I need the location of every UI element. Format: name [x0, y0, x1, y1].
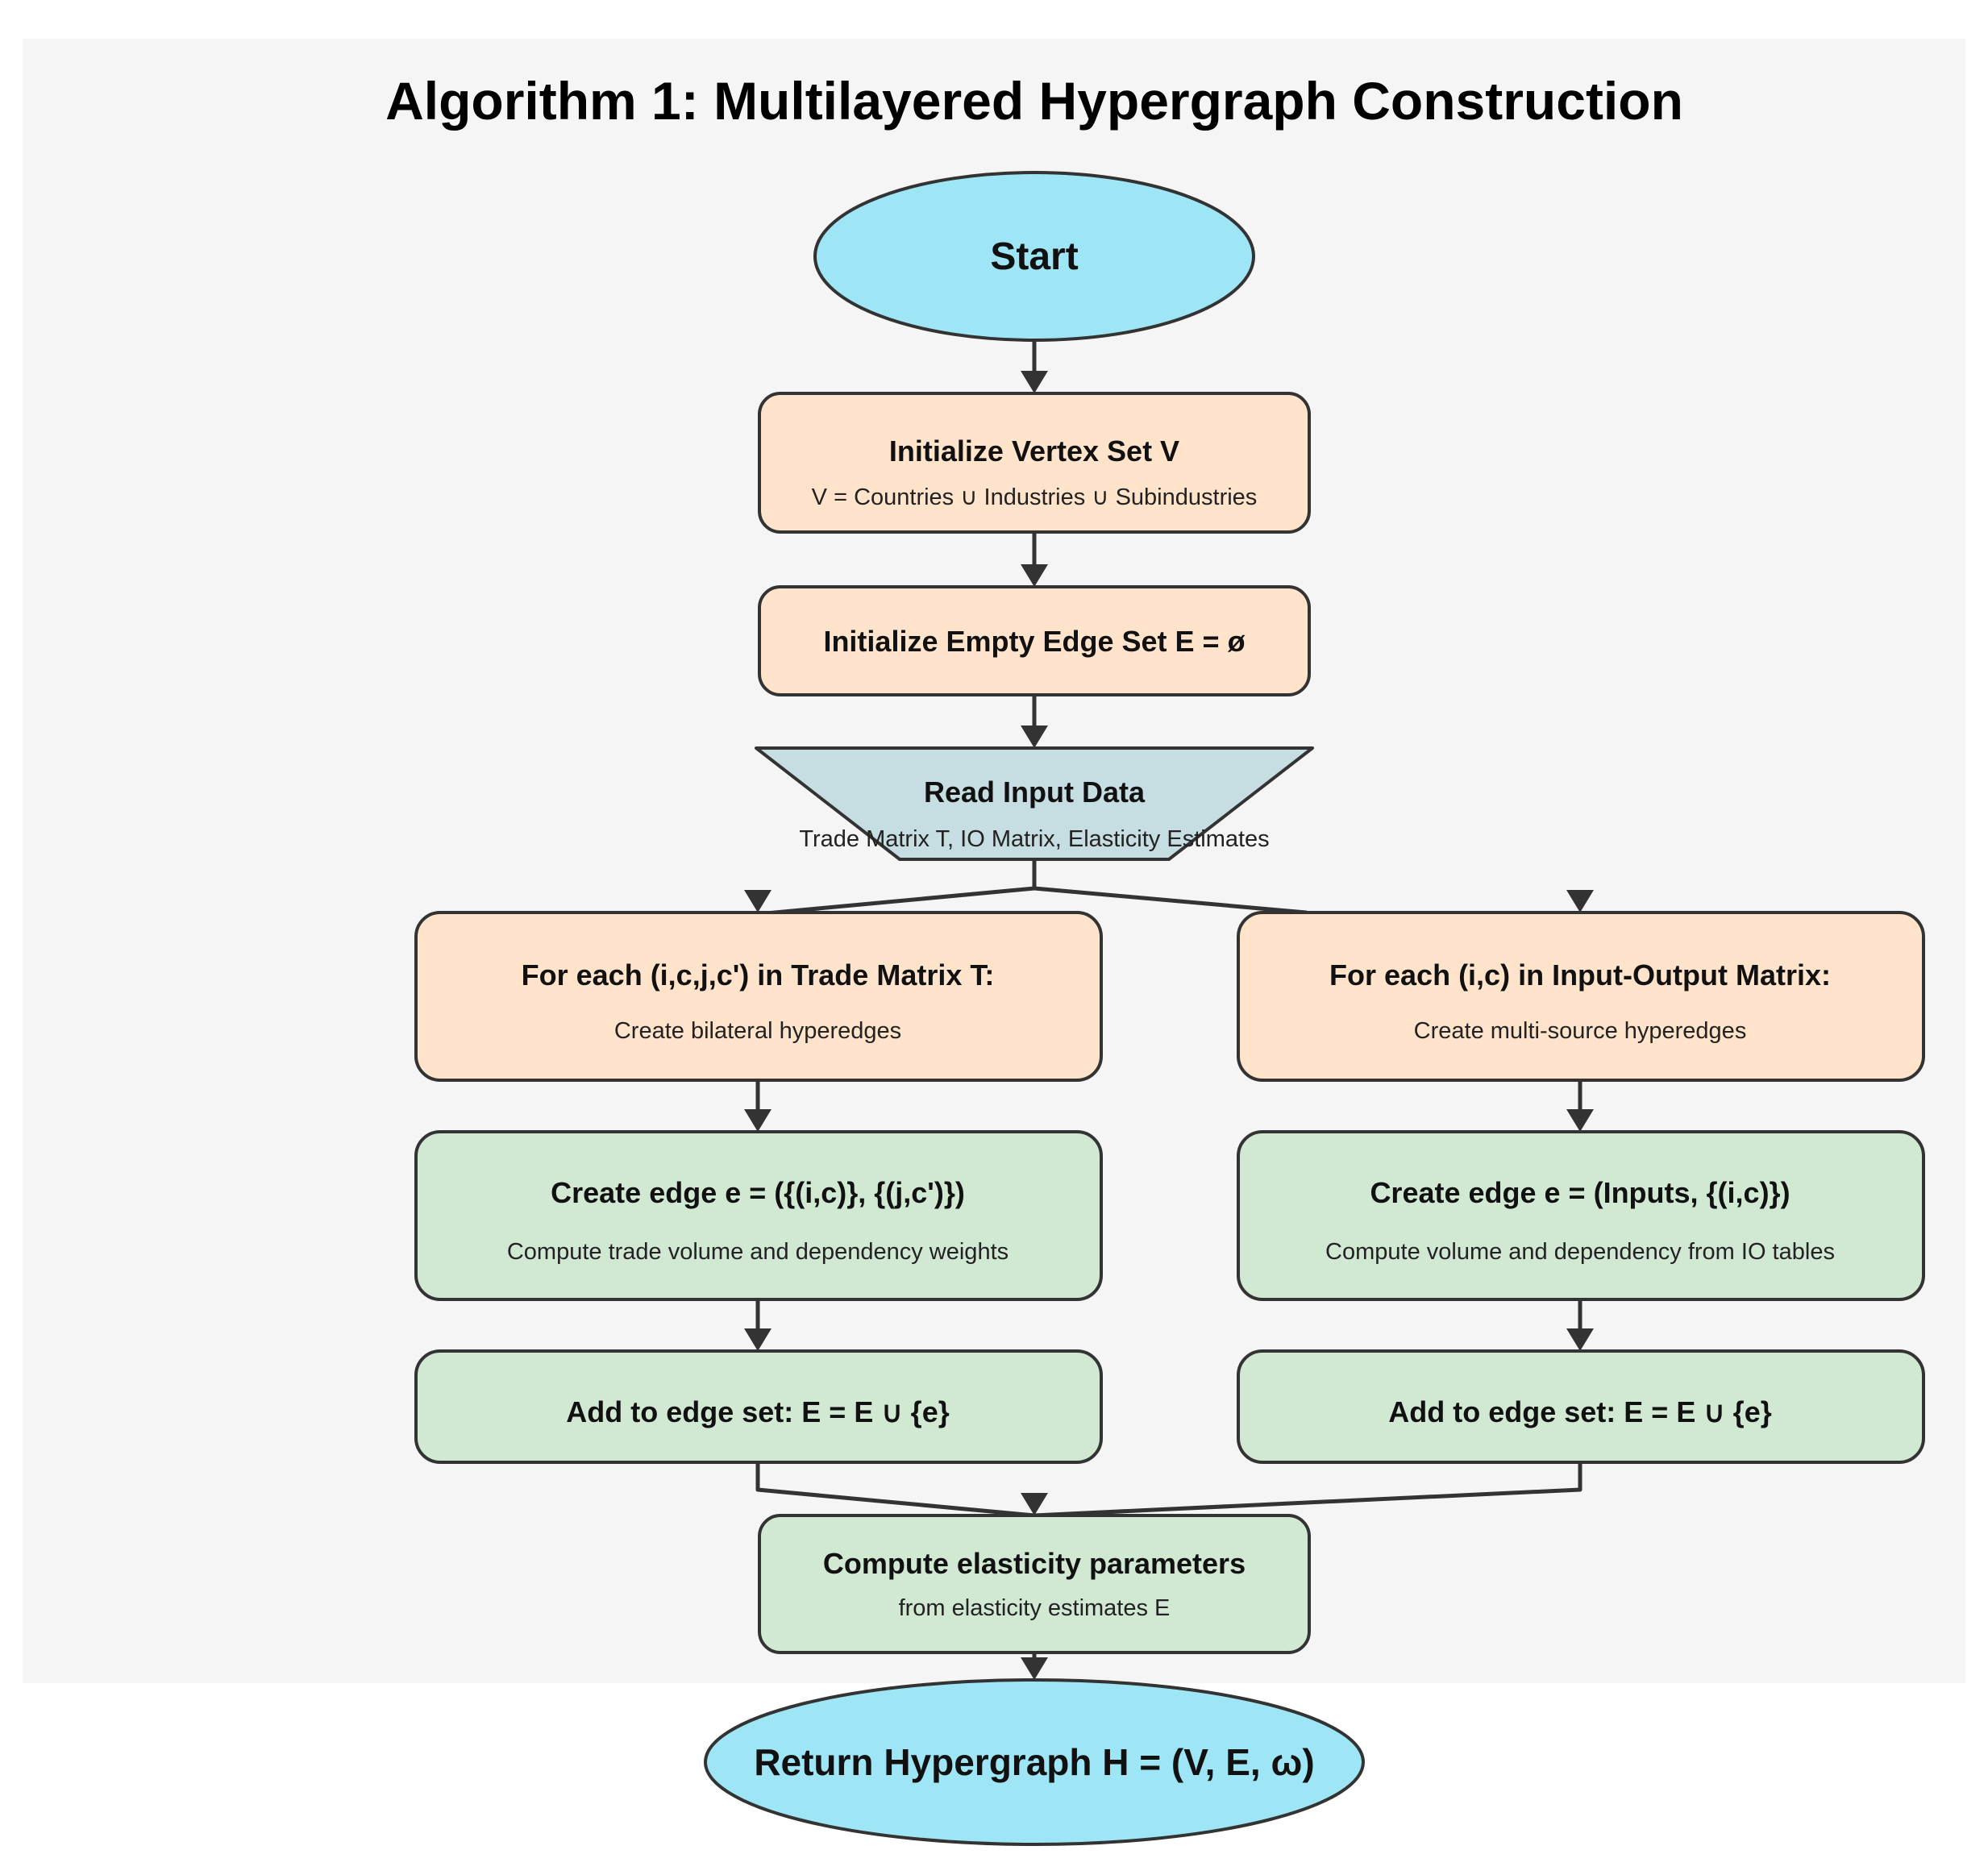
- read-input-node: Read Input Data Trade Matrix T, IO Matri…: [755, 746, 1314, 861]
- loop-trade-sublabel: Create bilateral hyperedges: [614, 1018, 901, 1044]
- create-io-edge-sublabel: Compute volume and dependency from IO ta…: [1325, 1239, 1835, 1265]
- return-node: Return Hypergraph H = (V, E, ω): [704, 1678, 1365, 1846]
- start-label: Start: [990, 235, 1078, 278]
- create-trade-edge-sublabel: Compute trade volume and dependency weig…: [507, 1239, 1009, 1265]
- elasticity-label: Compute elasticity parameters: [823, 1547, 1246, 1580]
- add-io-node: Add to edge set: E = E ∪ {e}: [1237, 1349, 1925, 1464]
- create-io-edge-node: Create edge e = (Inputs, {(i,c)}) Comput…: [1237, 1130, 1925, 1301]
- connector-init-vertex-to-init-edge: [1021, 530, 1048, 587]
- connector-start-to-init-vertex: [1021, 338, 1048, 393]
- loop-io-label: For each (i,c) in Input-Output Matrix:: [1329, 958, 1831, 992]
- create-io-edge-label: Create edge e = (Inputs, {(i,c)}): [1370, 1176, 1790, 1209]
- add-trade-label: Add to edge set: E = E ∪ {e}: [566, 1395, 949, 1428]
- loop-io-sublabel: Create multi-source hyperedges: [1414, 1018, 1747, 1044]
- init-vertex-node: Initialize Vertex Set V V = Countries ∪ …: [758, 392, 1311, 534]
- connector-loop-io-to-create-io-edge: [1566, 1078, 1594, 1132]
- loop-io-node: For each (i,c) in Input-Output Matrix: C…: [1237, 911, 1925, 1082]
- elasticity-sublabel: from elasticity estimates E: [899, 1595, 1171, 1621]
- init-vertex-label: Initialize Vertex Set V: [889, 434, 1179, 468]
- create-trade-edge-node: Create edge e = ({(i,c)}, {(j,c')}) Comp…: [414, 1130, 1103, 1301]
- loop-trade-label: For each (i,c,j,c') in Trade Matrix T:: [522, 958, 995, 992]
- elasticity-node: Compute elasticity parameters from elast…: [758, 1514, 1311, 1654]
- init-vertex-sublabel: V = Countries ∪ Industries ∪ Subindustri…: [812, 484, 1258, 510]
- connector-loop-trade-to-create-trade-edge: [744, 1078, 771, 1132]
- read-input-label: Read Input Data: [924, 775, 1146, 809]
- add-io-label: Add to edge set: E = E ∪ {e}: [1388, 1395, 1771, 1428]
- start-node: Start: [813, 171, 1255, 342]
- connector-read-input-split: [744, 857, 1594, 917]
- init-edge-node: Initialize Empty Edge Set E = ø: [758, 585, 1311, 696]
- loop-trade-node: For each (i,c,j,c') in Trade Matrix T: C…: [414, 911, 1103, 1082]
- connector-elasticity-to-return: [1021, 1650, 1048, 1680]
- connector-merge-to-elasticity: [755, 1460, 1582, 1518]
- connector-init-edge-to-read-input: [1021, 692, 1048, 748]
- read-input-sublabel: Trade Matrix T, IO Matrix, Elasticity Es…: [799, 826, 1269, 852]
- create-trade-edge-label: Create edge e = ({(i,c)}, {(j,c')}): [551, 1176, 965, 1209]
- return-label: Return Hypergraph H = (V, E, ω): [754, 1741, 1314, 1783]
- init-edge-label: Initialize Empty Edge Set E = ø: [823, 625, 1245, 658]
- connector-create-io-edge-to-add-io: [1566, 1297, 1594, 1351]
- diagram-title: Algorithm 1: Multilayered Hypergraph Con…: [385, 71, 1683, 131]
- add-trade-node: Add to edge set: E = E ∪ {e}: [414, 1349, 1103, 1464]
- connector-create-trade-edge-to-add-trade: [744, 1297, 771, 1351]
